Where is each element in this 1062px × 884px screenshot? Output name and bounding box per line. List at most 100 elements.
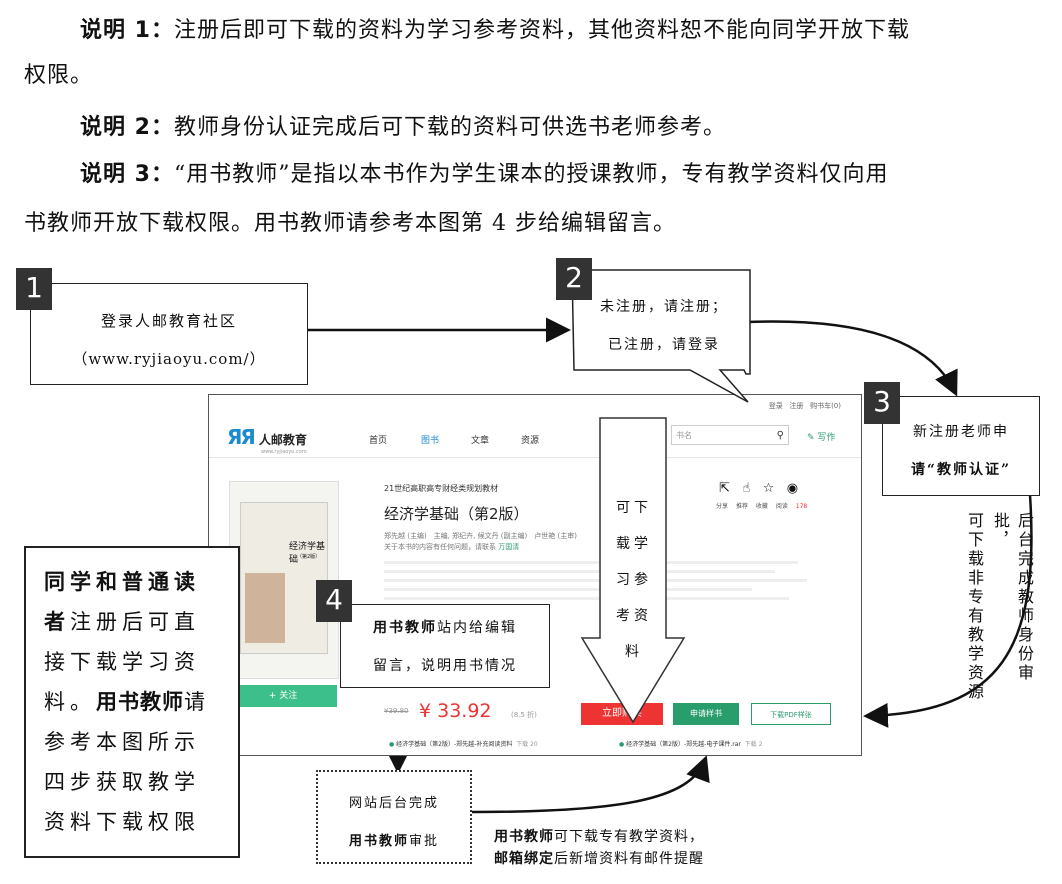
resource-item-2[interactable]: ● 经济学基础（第2版）-郑先越-电子课件.rar 下载 2 (619, 741, 763, 748)
follow-button[interactable]: + 关注 (229, 685, 337, 707)
bottom-note: 用书教师可下载专有教学资料， 邮箱绑定后新增资料有邮件提醒 (494, 826, 704, 870)
search-placeholder: 书名 (676, 431, 692, 440)
approval-line2: 用书教师审批 (318, 830, 470, 849)
bottom-note-l1: 用书教师可下载专有教学资料， (494, 826, 704, 848)
download-arrow-label: 可下载学习参考资料 (616, 500, 652, 660)
bottom-note-l1-bold: 用书教师 (494, 829, 554, 845)
reader-note-box: 同学和普通读 者注册后可直 接下载学习资 料。用书教师请 参考本图所示 四步获取… (24, 546, 240, 858)
eye-icon[interactable]: ◉ (786, 481, 799, 496)
reader-note-l3: 接下载学习资 (44, 650, 200, 674)
approval-line1: 网站后台完成 (348, 796, 439, 811)
request-sample-button[interactable]: 申请样书 (673, 703, 739, 725)
resource-1-downloads: 下载 20 (516, 741, 538, 748)
approval-box: 网站后台完成 用书教师审批 (316, 770, 472, 864)
recommend-label: 推荐 (735, 503, 748, 510)
thumbs-up-icon[interactable]: ☝ (742, 481, 751, 496)
step-4-number: 4 (316, 580, 352, 622)
nav-home[interactable]: 首页 (369, 436, 388, 446)
logo-text: 人邮教育 (258, 433, 307, 447)
step-2-callout-shape (571, 269, 751, 403)
note-3-cont: 书教师开放下载权限。用书教师请参考本图第 4 步给编辑留言。 (24, 211, 676, 236)
website-screenshot: 登录 注册 购书车(0) ЯЯ 人邮教育 www.ryjiaoyu.com 首页… (208, 394, 862, 756)
teacher-approval-note: 后台完成教师身份审批， (991, 512, 1034, 683)
reader-note-l2-bold: 者 (44, 610, 70, 634)
reader-note-l2-rest: 注册后可直 (70, 610, 200, 634)
search-icon[interactable]: ⚲ (776, 430, 784, 441)
share-icon[interactable]: ⇱ (719, 481, 730, 496)
search-input[interactable]: 书名 ⚲ (671, 425, 789, 445)
step-4-line2: 留言，说明用书情况 (373, 658, 517, 674)
bottom-note-l2: 邮箱绑定后新增资料有邮件提醒 (494, 848, 704, 870)
step-2-line2: 已注册，请登录 (608, 337, 720, 353)
star-icon[interactable]: ☆ (762, 481, 775, 496)
note-1: 说明 1：注册后即可下载的资料为学习参考资料，其他资料恕不能向同学开放下载 (80, 12, 1050, 50)
arrow-approval-to-site (471, 755, 710, 814)
step-3-box: 新注册老师申 请“教师认证” (882, 396, 1040, 496)
step-2-number: 2 (556, 258, 592, 300)
old-price: ¥39.80 (384, 707, 409, 715)
download-pdf-button[interactable]: 下载PDF样张 (751, 703, 831, 725)
editor-link[interactable]: 万国清 (498, 543, 520, 551)
nav-books[interactable]: 图书 (421, 436, 440, 446)
note-2-text: 教师身份认证完成后可下载的资料可供选书老师参考。 (173, 115, 726, 140)
step-3-line2: 请“教师认证” (910, 462, 1012, 478)
reader-note-l5: 参考本图所示 (44, 730, 200, 754)
reader-note-l2: 者注册后可直 (44, 602, 238, 642)
read-count: 178 (795, 503, 808, 510)
book-authors: 郑先越 (主编) 主编, 郑纪卉, 候文丹 (副主编) 卢世艳 (主审) (384, 532, 577, 540)
register-link[interactable]: 注册 (789, 402, 804, 410)
site-logo[interactable]: ЯЯ 人邮教育 www.ryjiaoyu.com (227, 425, 307, 455)
cover-illustration (245, 573, 285, 643)
login-link[interactable]: 登录 (768, 402, 783, 410)
buy-now-button[interactable]: 立即购买 (581, 703, 663, 725)
step-1-line1: 登录人邮教育社区 (100, 312, 237, 330)
book-series: 21世纪高职高专财经类规划教材 (384, 484, 499, 493)
top-links: 登录 注册 购书车(0) (769, 401, 841, 411)
reader-note-l7: 资料下载权限 (44, 810, 200, 834)
cart-link[interactable]: 购书车(0) (810, 402, 841, 410)
step-4-line1: 用书教师站内给编辑 (341, 617, 549, 637)
reader-note-l1: 同学和普通读 (44, 570, 200, 594)
reader-note-l4-a: 料。 (44, 690, 96, 714)
step-1-box: 登录人邮教育社区 （www.ryjiaoyu.com/） (30, 283, 308, 385)
note-3-text: “用书教师”是指以本书作为学生课本的授课教师，专有教学资料仅向用 (173, 162, 889, 187)
note-2: 说明 2：教师身份认证完成后可下载的资料可供选书老师参考。 (80, 109, 726, 147)
step-4-line1-bold: 用书教师 (373, 620, 437, 636)
step-1-number: 1 (16, 268, 52, 310)
step-3-number: 3 (864, 382, 900, 424)
book-contact: 关于本书的内容有任何问题，请联系 万国清 (384, 542, 519, 552)
nav-resources[interactable]: 资源 (521, 436, 540, 446)
cover-image: 经济学基础 （第2版） (240, 502, 328, 654)
note-1-text: 注册后即可下载的资料为学习参考资料，其他资料恕不能向同学开放下载 (173, 18, 910, 43)
bottom-note-l2-rest: 后新增资料有邮件提醒 (554, 851, 704, 867)
note-1-label: 说明 1： (80, 18, 174, 43)
arrow-step3-to-site (863, 494, 1033, 728)
resource-1-name: 经济学基础（第2版）-郑先越-补充阅读资料 (396, 741, 513, 748)
resource-2-downloads: 下载 2 (744, 741, 763, 748)
note-3: 说明 3：“用书教师”是指以本书作为学生课本的授课教师，专有教学资料仅向用 (80, 156, 1055, 194)
resource-item-1[interactable]: ● 经济学基础（第2版）-郑先越-补充阅读资料 下载 20 (389, 741, 538, 748)
write-button[interactable]: ✎ 写作 (807, 433, 836, 443)
step-4-line1-rest: 站内给编辑 (437, 620, 517, 636)
share-label: 分享 (716, 503, 729, 510)
approval-line2-bold: 用书教师 (348, 834, 409, 849)
nav-articles[interactable]: 文章 (471, 436, 490, 446)
reader-note-l4: 料。用书教师请 (44, 682, 238, 722)
logo-url: www.ryjiaoyu.com (261, 449, 307, 455)
download-arrow-shape (580, 417, 686, 724)
reader-note-l6: 四步获取教学 (44, 770, 200, 794)
reader-note-l4-b: 请 (184, 690, 210, 714)
contact-text: 关于本书的内容有任何问题，请联系 (384, 543, 496, 551)
read-label: 阅读 (775, 503, 788, 510)
step-1-line2: （www.ryjiaoyu.com/） (72, 350, 266, 368)
bottom-note-l1-rest: 可下载专有教学资料， (554, 829, 704, 845)
non-exclusive-note: 可下载非专有教学资源 (965, 512, 984, 702)
book-title: 经济学基础（第2版） (384, 505, 529, 523)
step-3-line1: 新注册老师申 (913, 424, 1009, 440)
write-label: 写作 (817, 433, 836, 443)
favorite-label: 收藏 (755, 503, 768, 510)
action-icons: ⇱ ☝ ☆ ◉ (719, 481, 798, 496)
note-1-cont: 权限。 (24, 63, 94, 88)
cover-title: 经济学基础 (289, 542, 326, 565)
